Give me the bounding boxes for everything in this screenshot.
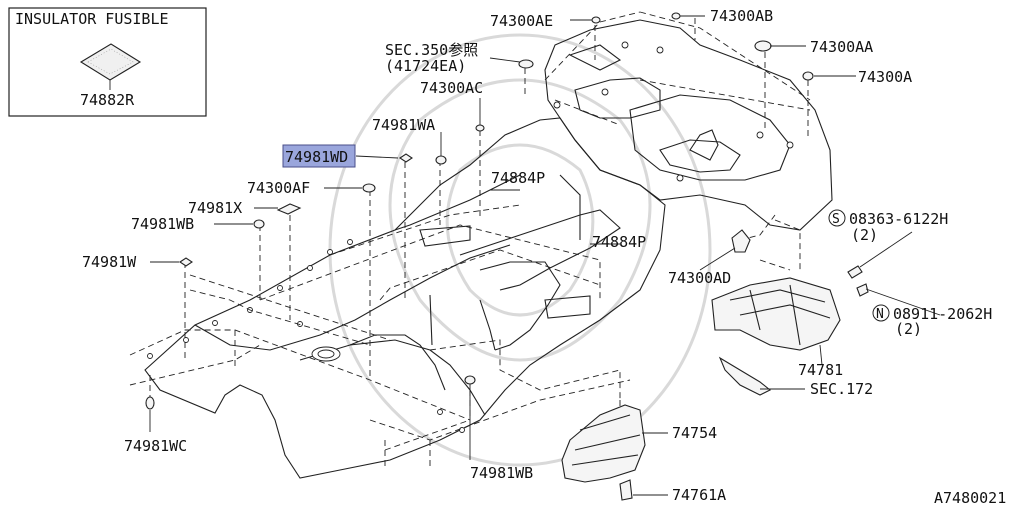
heat-insulator-74754	[561, 404, 646, 483]
bracket-sec172	[718, 356, 772, 396]
label-sec350-sub: (41724EA)	[385, 57, 466, 75]
diagram-code: A7480021	[934, 489, 1006, 507]
label-08363: 08363-6122H	[849, 210, 948, 228]
label-74981w: 74981W	[82, 253, 137, 271]
leader-lines	[149, 15, 941, 496]
inset-title: INSULATOR FUSIBLE	[15, 10, 169, 28]
clip-74981wb	[253, 219, 265, 229]
label-sec172: SEC.172	[810, 380, 873, 398]
nut-08911	[856, 283, 869, 297]
heat-insulator-74781	[711, 277, 841, 351]
insulator-fusible-part	[79, 43, 142, 81]
label-74981wb-upper: 74981WB	[131, 215, 194, 233]
label-74300a: 74300A	[858, 68, 912, 86]
label-74300af: 74300AF	[247, 179, 310, 197]
label-74884p-lower: 74884P	[592, 233, 646, 251]
label-74981wb-lower: 74981WB	[470, 464, 533, 482]
label-74981wc: 74981WC	[124, 437, 187, 455]
label-74981wa: 74981WA	[372, 116, 435, 134]
watermark-emblem	[328, 33, 712, 467]
clip-sec350	[518, 59, 534, 69]
bolt-08363	[847, 265, 863, 279]
label-74884p-upper: 74884P	[491, 169, 545, 187]
clip-74981wa	[435, 155, 447, 165]
clip-74981wc	[145, 396, 155, 410]
clip-74300ae	[591, 16, 601, 24]
bolt-74761a	[619, 479, 633, 501]
clip-74300ab	[671, 12, 681, 20]
label-74300ab: 74300AB	[710, 7, 773, 25]
label-74981wd: 74981WD	[285, 148, 348, 166]
clip-74300af	[362, 183, 376, 193]
dashed-guides	[129, 11, 811, 475]
label-74300ac: 74300AC	[420, 79, 483, 97]
clip-74300ac	[475, 124, 485, 132]
label-74754: 74754	[672, 424, 717, 442]
label-08363-qty: (2)	[851, 226, 878, 244]
clip-74981wb-lower	[464, 375, 476, 385]
label-74781: 74781	[798, 361, 843, 379]
badge-n	[872, 304, 890, 322]
clip-74300ad	[731, 229, 751, 253]
label-08911-qty: (2)	[895, 320, 922, 338]
clip-74981wd	[399, 153, 413, 163]
part-labels: 74300AE 74300AB SEC.350参照 (41724EA) 7430…	[82, 7, 1006, 507]
label-74981x: 74981X	[188, 199, 242, 217]
clip-74981w	[179, 257, 193, 267]
label-74761a: 74761A	[672, 486, 726, 504]
clip-74300aa	[754, 40, 772, 52]
label-08911: 08911-2062H	[893, 305, 992, 323]
badge-s	[828, 209, 846, 227]
rear-floor-panel	[544, 19, 833, 231]
clip-74300a	[802, 71, 814, 81]
badge-n-letter: N	[876, 307, 884, 322]
badge-s-letter: S	[832, 212, 840, 227]
inset-part-number: 74882R	[80, 91, 135, 109]
highlight-box	[282, 144, 356, 168]
fasteners	[145, 12, 869, 501]
label-74300ae: 74300AE	[490, 12, 553, 30]
label-74300aa: 74300AA	[810, 38, 873, 56]
inset-insulator-fusible: INSULATOR FUSIBLE 74882R	[8, 7, 207, 117]
clip-74981x	[276, 203, 302, 215]
label-sec350: SEC.350参照	[385, 41, 478, 59]
label-74300ad: 74300AD	[668, 269, 731, 287]
